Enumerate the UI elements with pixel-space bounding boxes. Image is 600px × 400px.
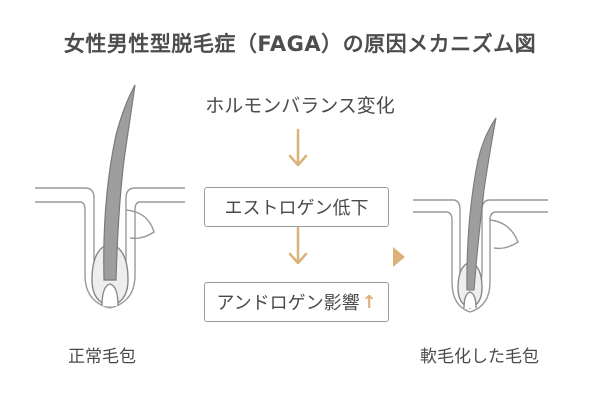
arrow-up-icon: ↑	[361, 291, 377, 313]
estrogen-decrease-label: エストロゲン低下	[224, 198, 369, 219]
arrow-down-icon	[288, 128, 308, 167]
chevron-right-icon	[393, 247, 405, 267]
normal-follicle-illustration	[35, 84, 185, 309]
page-title: 女性男性型脱毛症（FAGA）の原因メカニズム図	[63, 32, 537, 56]
estrogen-decrease-box: エストロゲン低下	[204, 187, 389, 227]
cause-label: ホルモンバランス変化	[205, 95, 395, 117]
androgen-effect-box: アンドロゲン影響 ↑	[204, 282, 389, 322]
miniaturized-follicle-label: 軟毛化した毛包	[420, 347, 539, 367]
normal-follicle-label: 正常毛包	[68, 347, 136, 367]
miniaturized-follicle-illustration	[413, 117, 548, 313]
arrow-down-icon	[288, 226, 308, 265]
androgen-effect-label: アンドロゲン影響	[216, 293, 360, 314]
